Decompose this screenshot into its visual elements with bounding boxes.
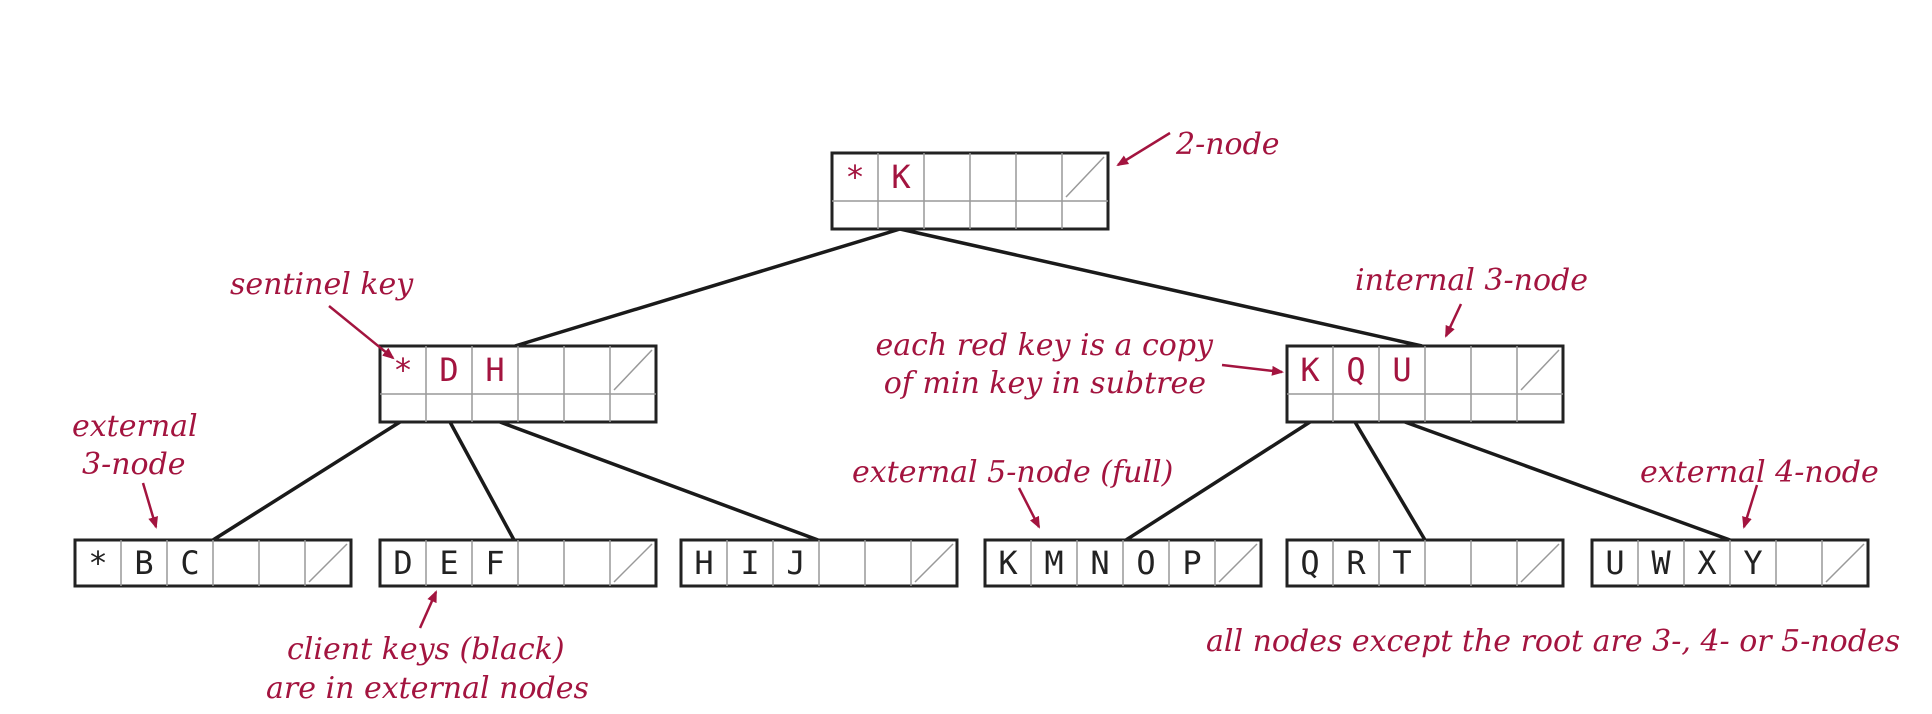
external-node-4-key: P xyxy=(1182,544,1201,582)
arrow-external-five-node xyxy=(1017,487,1041,529)
label-external-three-line2: 3-node xyxy=(82,447,186,482)
arrow-red-copy xyxy=(1221,363,1284,376)
label-client-keys-line1: client keys (black) xyxy=(287,632,565,667)
external-node-3-key: J xyxy=(786,544,805,582)
label-internal-three-node: internal 3-node xyxy=(1355,263,1588,298)
edge-root-to-left xyxy=(514,227,901,348)
label-sentinel-key: sentinel key xyxy=(230,267,414,302)
external-node-4-key: O xyxy=(1136,544,1155,582)
external-node-4-key: K xyxy=(998,544,1018,582)
arrow-external-three-node xyxy=(141,482,158,529)
tree-edges xyxy=(212,227,1731,542)
external-node-4-key: M xyxy=(1044,544,1063,582)
external-node-6-diagonal xyxy=(1825,543,1865,583)
root-node-key: * xyxy=(845,158,864,196)
root-node-key: K xyxy=(891,158,911,196)
edge-left-to-external-3 xyxy=(499,420,819,542)
external-node-6-key: W xyxy=(1651,544,1671,582)
external-node-5-key: Q xyxy=(1300,544,1319,582)
edge-root-to-right xyxy=(899,227,1423,348)
external-node-6-key: X xyxy=(1697,544,1716,582)
external-node-5-key: R xyxy=(1346,544,1366,582)
external-node-5-diagonal xyxy=(1520,543,1560,583)
external-node-2-diagonal xyxy=(613,543,653,583)
internal-node-2-key: U xyxy=(1392,351,1411,389)
internal-node-2-key: Q xyxy=(1346,351,1365,389)
external-node-1-diagonal xyxy=(308,543,348,583)
internal-node-1-key: * xyxy=(393,351,412,389)
internal-node-1-diagonal xyxy=(613,349,653,391)
label-external-five-node: external 5-node (full) xyxy=(852,455,1173,490)
external-node-6-key: Y xyxy=(1743,544,1762,582)
external-node-4-diagonal xyxy=(1218,543,1258,583)
external-node-1-key: * xyxy=(88,544,107,582)
edge-left-to-external-2 xyxy=(448,421,516,541)
arrow-external-four-node xyxy=(1742,484,1759,529)
edge-left-to-external-1 xyxy=(212,420,401,542)
label-two-node: 2-node xyxy=(1175,127,1280,162)
external-node-2-key: F xyxy=(485,544,504,582)
arrow-two-node xyxy=(1116,131,1171,167)
label-red-copy-line1: each red key is a copy xyxy=(875,328,1214,363)
external-node-6-key: U xyxy=(1605,544,1624,582)
internal-node-1-key: D xyxy=(439,351,458,389)
external-node-3-key: I xyxy=(740,544,759,582)
edge-right-to-external-6 xyxy=(1404,420,1731,542)
root-node: *K xyxy=(830,151,1110,231)
external-node-5-key: T xyxy=(1392,544,1411,582)
external-node-1-key: C xyxy=(180,544,199,582)
root-node-diagonal xyxy=(1065,156,1105,198)
internal-node-1-key: H xyxy=(485,351,504,389)
internal-node-2-key: K xyxy=(1300,351,1320,389)
label-client-keys-line2: are in external nodes xyxy=(266,671,589,706)
edge-right-to-external-5 xyxy=(1353,421,1427,541)
label-external-four-node: external 4-node xyxy=(1640,455,1879,490)
external-node-4-key: N xyxy=(1090,544,1109,582)
arrow-client-keys xyxy=(418,590,438,629)
arrow-internal-three-node xyxy=(1444,303,1463,338)
edge-right-to-external-4 xyxy=(1125,420,1311,542)
arrow-sentinel-key xyxy=(328,305,395,360)
external-node-3-key: H xyxy=(694,544,713,582)
label-red-copy-line2: of min key in subtree xyxy=(884,366,1206,401)
external-node-2-key: E xyxy=(439,544,458,582)
annotation-arrows xyxy=(141,131,1759,629)
external-node-3-diagonal xyxy=(914,543,954,583)
label-external-three-line1: external xyxy=(72,409,198,444)
label-all-nodes: all nodes except the root are 3-, 4- or … xyxy=(1206,624,1900,659)
external-node-2-key: D xyxy=(393,544,412,582)
internal-node-2-diagonal xyxy=(1520,349,1560,391)
external-node-1-key: B xyxy=(134,544,153,582)
